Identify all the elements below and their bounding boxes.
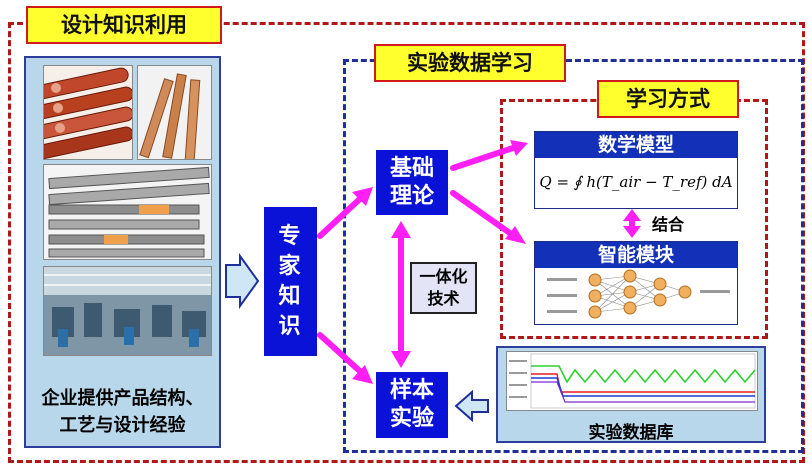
expert-to-theory-arrow [317,193,366,239]
panel-to-expert-arrow [225,252,260,310]
fin-strips-image [48,166,210,258]
factory-image [44,267,211,355]
theory-to-math-arrow [450,144,519,171]
database-chart [506,351,758,411]
smart-module-header: 智能模块 [535,242,737,268]
copper-tubes-image [44,67,132,159]
factory-photo [43,266,212,356]
inner-title-tag: 学习方式 [597,80,739,118]
expert-knowledge-label: 专家知识 [278,223,303,339]
sample-experiment-line2: 实验 [389,406,434,431]
sample-experiment-line1: 样本 [389,378,434,403]
sample-experiment-box: 样本 实验 [376,372,448,438]
smart-module-card: 智能模块 [534,241,738,325]
database-signal-plot [509,353,756,409]
panel-caption-line1: 企业提供产品结构、 [41,388,204,409]
integration-line1: 一体化 [419,267,468,286]
integration-line2: 技术 [427,289,460,308]
expert-to-sample-arrow [317,332,366,377]
combine-label: 结合 [652,215,685,234]
neural-network-icon [547,269,730,319]
expert-knowledge-box: 专家知识 [264,207,317,356]
copper-fin-tube-photo [137,65,212,160]
math-model-header: 数学模型 [535,132,737,158]
middle-frame [343,59,804,453]
copper-tube-photo [43,65,133,160]
panel-caption-line2: 工艺与设计经验 [59,415,186,436]
theory-to-smart-arrow [450,190,517,239]
fin-strip-photo [43,164,212,260]
outer-title-tag: 设计知识利用 [26,6,222,44]
database-to-sample-arrow [454,389,489,423]
basic-theory-line2: 理论 [389,183,434,209]
database-label: 实验数据库 [588,423,674,443]
basic-theory-box: 基础 理论 [376,150,448,215]
basic-theory-line1: 基础 [389,155,434,181]
middle-title-tag: 实验数据学习 [374,44,566,82]
math-model-formula: Q = ∮ h(T_air − T_ref) dA [539,173,733,191]
integration-tech-box: 一体化 技术 [410,262,477,314]
fin-tubes-image [139,73,201,159]
math-model-card: 数学模型 Q = ∮ h(T_air − T_ref) dA [534,131,738,209]
